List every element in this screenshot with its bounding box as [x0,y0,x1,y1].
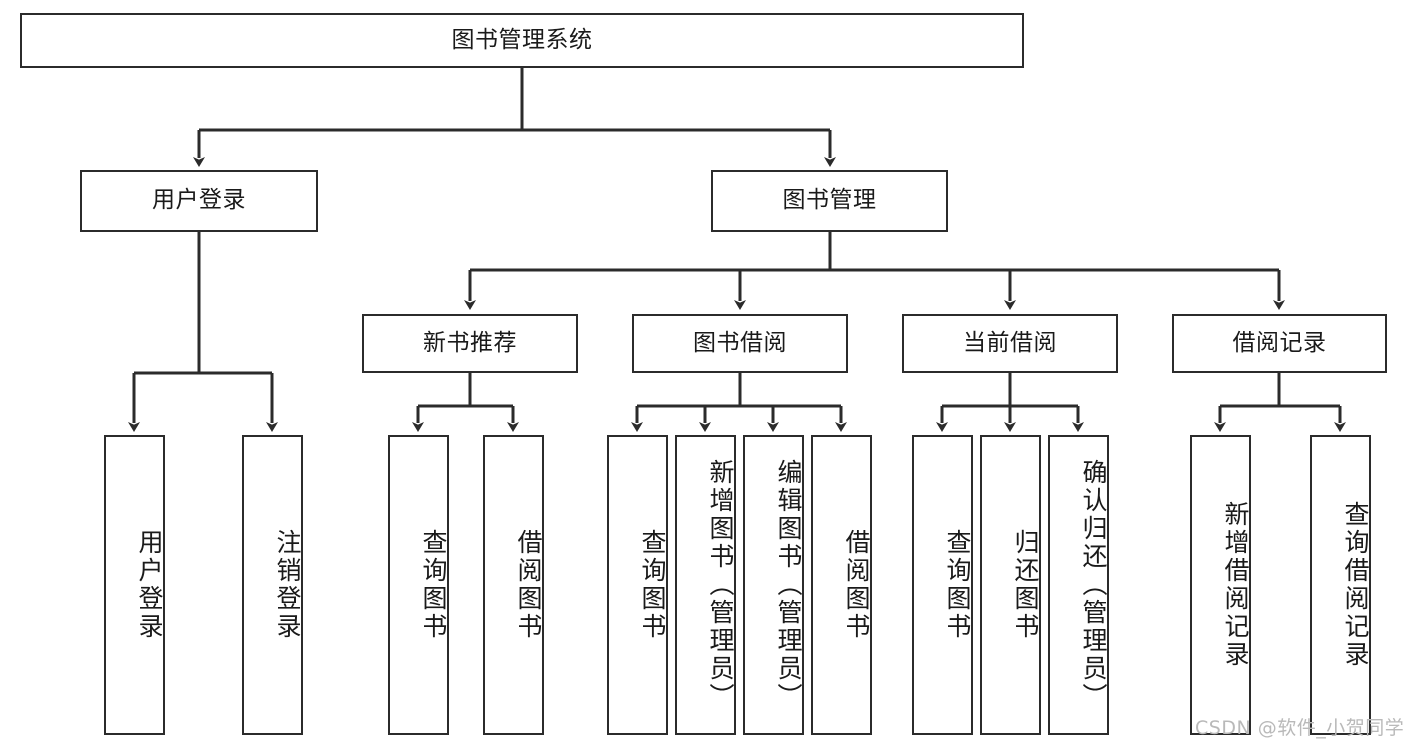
node-leaf-edit-book-label: 编辑图书（管理员） [774,459,803,711]
node-leaf-query-book-1[interactable]: 查询图书 [388,435,449,735]
node-leaf-query-record[interactable]: 查询借阅记录 [1310,435,1371,735]
node-leaf-borrow-book-2[interactable]: 借阅图书 [811,435,872,735]
node-book-manage-label: 图书管理 [782,187,877,214]
node-leaf-logout-login[interactable]: 注销登录 [242,435,303,735]
node-leaf-query-book-3-label: 查询图书 [943,529,972,641]
node-borrow-record[interactable]: 借阅记录 [1172,314,1387,373]
node-leaf-user-login-label: 用户登录 [135,529,164,641]
node-leaf-query-book-2-label: 查询图书 [638,529,667,641]
node-leaf-return-book[interactable]: 归还图书 [980,435,1041,735]
node-leaf-add-record-label: 新增借阅记录 [1221,501,1250,669]
node-leaf-return-book-label: 归还图书 [1011,529,1040,641]
node-book-borrow[interactable]: 图书借阅 [632,314,848,373]
node-new-book-recommend-label: 新书推荐 [423,329,517,356]
node-leaf-confirm-return[interactable]: 确认归还（管理员） [1048,435,1109,735]
node-new-book-recommend[interactable]: 新书推荐 [362,314,578,373]
node-leaf-query-record-label: 查询借阅记录 [1341,501,1370,669]
node-leaf-borrow-book-1-label: 借阅图书 [514,529,543,641]
node-leaf-user-login[interactable]: 用户登录 [104,435,165,735]
node-leaf-query-book-1-label: 查询图书 [419,529,448,641]
node-leaf-logout-login-label: 注销登录 [273,529,302,641]
node-leaf-confirm-return-label: 确认归还（管理员） [1079,459,1108,711]
node-leaf-borrow-book-1[interactable]: 借阅图书 [483,435,544,735]
node-leaf-borrow-book-2-label: 借阅图书 [842,529,871,641]
node-leaf-add-record[interactable]: 新增借阅记录 [1190,435,1251,735]
node-current-borrow[interactable]: 当前借阅 [902,314,1118,373]
node-root[interactable]: 图书管理系统 [20,13,1024,68]
node-leaf-add-book[interactable]: 新增图书（管理员） [675,435,736,735]
node-root-label: 图书管理系统 [451,26,593,53]
node-leaf-edit-book[interactable]: 编辑图书（管理员） [743,435,804,735]
node-user-login-label: 用户登录 [152,187,246,214]
node-leaf-query-book-3[interactable]: 查询图书 [912,435,973,735]
node-book-borrow-label: 图书借阅 [693,329,787,356]
node-leaf-add-book-label: 新增图书（管理员） [706,459,735,711]
node-user-login[interactable]: 用户登录 [80,170,318,232]
node-current-borrow-label: 当前借阅 [963,329,1057,356]
node-borrow-record-label: 借阅记录 [1232,329,1327,356]
node-book-manage[interactable]: 图书管理 [711,170,948,232]
node-leaf-query-book-2[interactable]: 查询图书 [607,435,668,735]
